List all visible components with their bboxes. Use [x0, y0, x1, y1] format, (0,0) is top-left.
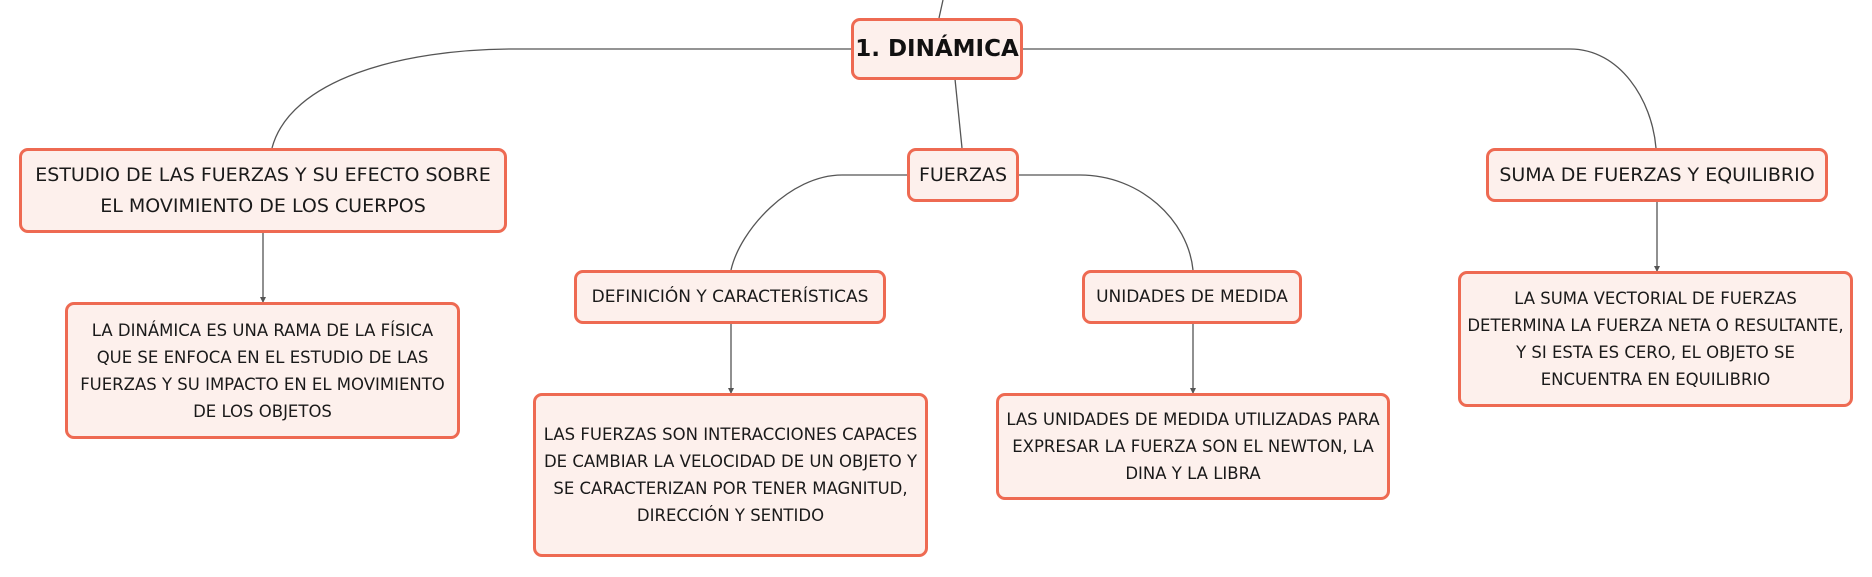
- connector-parent-root: [938, 0, 944, 19]
- detail-text-unidades: LAS UNIDADES DE MEDIDA UTILIZADAS PARA E…: [1006, 410, 1380, 483]
- detail-node-estudio[interactable]: LA DINÁMICA ES UNA RAMA DE LA FÍSICA QUE…: [65, 302, 460, 439]
- branch-label-estudio: ESTUDIO DE LAS FUERZAS Y SU EFECTO SOBRE…: [35, 163, 491, 217]
- sub-label-definicion: DEFINICIÓN Y CARACTERÍSTICAS: [591, 287, 869, 307]
- root-node[interactable]: 1. DINÁMICA: [851, 18, 1023, 80]
- branch-node-suma[interactable]: SUMA DE FUERZAS Y EQUILIBRIO: [1486, 148, 1828, 202]
- branch-node-fuerzas[interactable]: FUERZAS: [907, 148, 1019, 202]
- arrowhead-suma-detail: [1654, 266, 1660, 272]
- branch-label-fuerzas: FUERZAS: [918, 163, 1008, 186]
- connector-root-fuerzas: [954, 78, 963, 149]
- detail-node-unidades[interactable]: LAS UNIDADES DE MEDIDA UTILIZADAS PARA E…: [996, 393, 1390, 500]
- connector-root-suma: [1022, 48, 1657, 149]
- connector-fuerzas-definicion: [730, 174, 909, 271]
- detail-text-definicion: LAS FUERZAS SON INTERACCIONES CAPACES DE…: [543, 425, 918, 525]
- detail-text-suma: LA SUMA VECTORIAL DE FUERZAS DETERMINA L…: [1467, 289, 1844, 389]
- connector-root-estudio: [271, 48, 853, 149]
- arrowhead-definicion-detail: [728, 388, 734, 394]
- detail-node-suma[interactable]: LA SUMA VECTORIAL DE FUERZAS DETERMINA L…: [1458, 271, 1853, 407]
- detail-node-definicion[interactable]: LAS FUERZAS SON INTERACCIONES CAPACES DE…: [533, 393, 928, 557]
- branch-label-suma: SUMA DE FUERZAS Y EQUILIBRIO: [1499, 163, 1815, 186]
- sub-node-definicion[interactable]: DEFINICIÓN Y CARACTERÍSTICAS: [574, 270, 886, 324]
- arrowhead-unidades-detail: [1190, 388, 1196, 394]
- detail-text-estudio: LA DINÁMICA ES UNA RAMA DE LA FÍSICA QUE…: [80, 320, 445, 421]
- root-label: 1. DINÁMICA: [855, 36, 1019, 62]
- connector-fuerzas-unidades: [1017, 174, 1194, 271]
- sub-node-unidades[interactable]: UNIDADES DE MEDIDA: [1082, 270, 1302, 324]
- branch-node-estudio[interactable]: ESTUDIO DE LAS FUERZAS Y SU EFECTO SOBRE…: [19, 148, 507, 233]
- sub-label-unidades: UNIDADES DE MEDIDA: [1096, 287, 1288, 307]
- arrowhead-estudio-detail: [260, 297, 266, 303]
